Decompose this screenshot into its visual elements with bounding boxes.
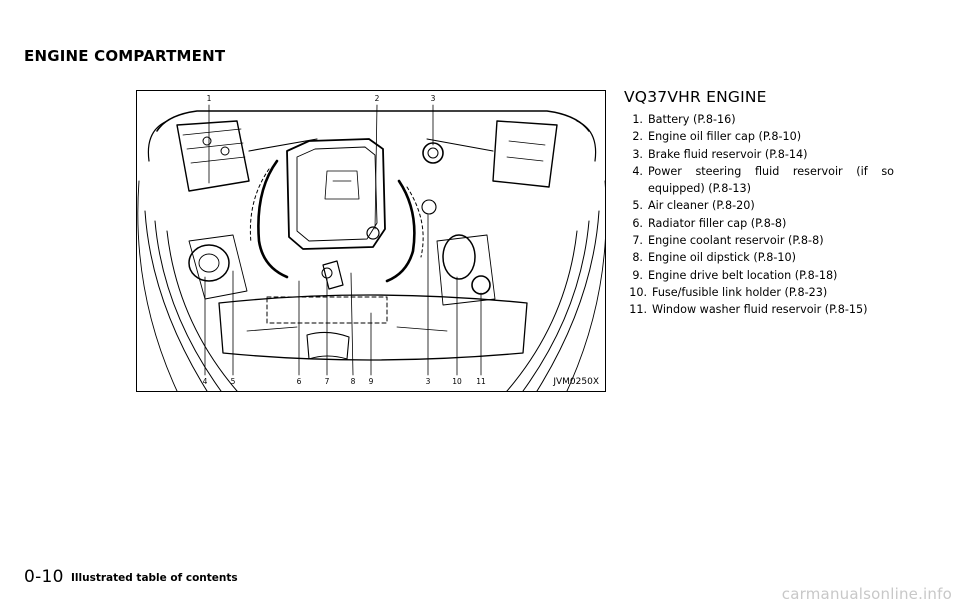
figure-code: JVM0250X: [553, 377, 599, 387]
list-item: 2.Engine oil filler cap (P.8-10): [632, 130, 802, 144]
callout-10: 10: [452, 377, 462, 386]
callout-1: 1: [206, 94, 212, 103]
callout-5: 5: [230, 377, 236, 386]
callout-2: 2: [374, 94, 380, 103]
callout-6: 6: [296, 377, 302, 386]
footer-label: Illustrated table of contents: [71, 572, 238, 584]
section-title: ENGINE COMPARTMENT: [24, 47, 226, 65]
list-item: 6.Radiator filler cap (P.8-8): [632, 216, 787, 230]
list-item: 4.Power steering fluid reservoir (if so …: [632, 164, 894, 196]
callout-3-top: 3: [430, 94, 436, 103]
list-item: 9.Engine drive belt location (P.8-18): [632, 268, 838, 282]
parts-list: 1.Battery (P.8-16) 2.Engine oil filler c…: [626, 111, 894, 319]
callout-9: 9: [368, 377, 374, 386]
list-item: 11.Window washer fluid reservoir (P.8-15…: [629, 303, 868, 317]
callout-4: 4: [202, 377, 208, 386]
watermark: carmanualsonline.info: [781, 585, 952, 603]
engine-compartment-figure: 1 2 3 4 5 6 7 8 9 3 10 11 JVM0250X: [136, 90, 606, 392]
page-number: 0-10: [24, 567, 64, 587]
engine-title: VQ37VHR ENGINE: [624, 88, 767, 106]
callout-8: 8: [350, 377, 356, 386]
engine-illustration: [137, 104, 605, 391]
list-item: 7.Engine coolant reservoir (P.8-8): [632, 234, 824, 248]
list-item: 5.Air cleaner (P.8-20): [632, 199, 755, 213]
list-item: 1.Battery (P.8-16): [632, 113, 736, 126]
callout-11: 11: [476, 377, 486, 386]
list-item: 3.Brake fluid reservoir (P.8-14): [632, 147, 808, 161]
callout-3-bottom: 3: [425, 377, 431, 386]
list-item: 8.Engine oil dipstick (P.8-10): [632, 251, 797, 265]
callout-7: 7: [324, 377, 330, 386]
list-item: 10.Fuse/fusible link holder (P.8-23): [629, 285, 828, 299]
